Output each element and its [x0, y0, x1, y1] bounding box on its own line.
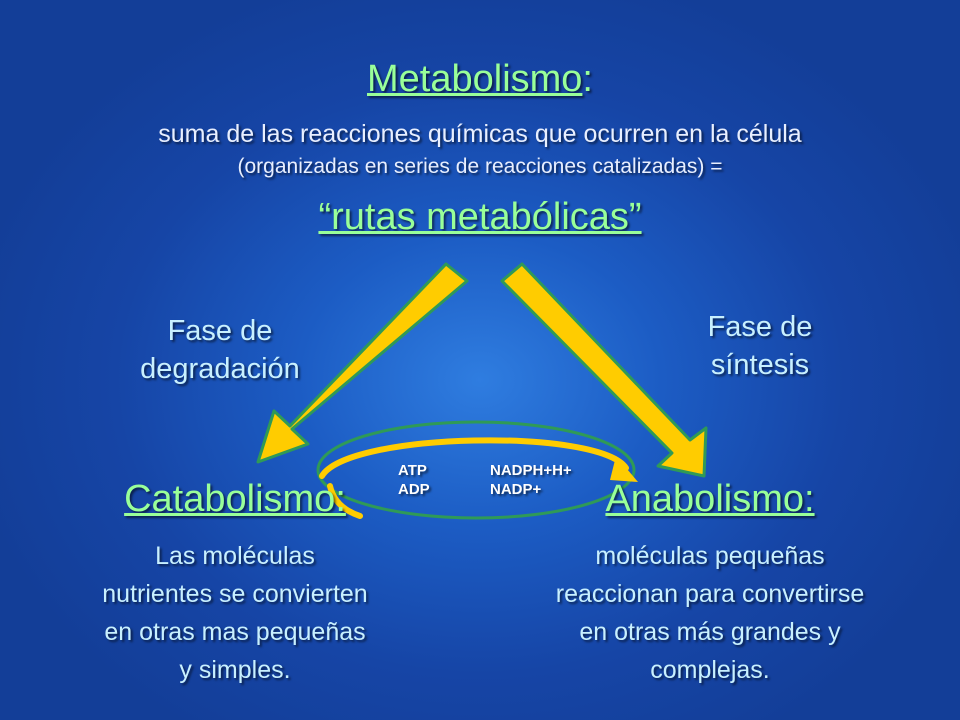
degradation-line-2: degradación [140, 353, 300, 385]
nadph-label: NADPH+H+ NADP+ [490, 461, 572, 499]
degradation-line-1: Fase de [167, 315, 273, 347]
degradation-phase-label: Fase de degradación [70, 312, 370, 388]
title-colon: : [582, 58, 593, 100]
degradation-arrow [256, 262, 469, 464]
nadph-text: NADPH+H+ [490, 462, 572, 479]
atp-text: ATP [398, 462, 427, 479]
catabolism-line: Las moléculas [155, 542, 315, 570]
anabolism-heading: Anabolismo: [605, 478, 815, 520]
routes-heading: “rutas metabólicas” [318, 196, 642, 238]
synthesis-phase-label: Fase de síntesis [610, 308, 910, 384]
energy-cycle-ellipse [316, 420, 636, 520]
catabolism-line: en otras mas pequeñas [104, 618, 366, 646]
title-word: Metabolismo [367, 58, 583, 100]
subtitle: suma de las reacciones químicas que ocur… [158, 120, 802, 148]
cycle-arrowhead-right [610, 456, 638, 482]
synthesis-arrow [500, 262, 708, 478]
catabolism-heading: Catabolismo: [124, 478, 346, 520]
adp-text: ADP [398, 481, 430, 498]
catabolism-description: Las moléculas nutrientes se convierten e… [40, 537, 430, 689]
catabolism-line: nutrientes se convierten [102, 580, 368, 608]
page-title: Metabolismo: [0, 58, 960, 101]
anabolism-line: moléculas pequeñas [595, 542, 825, 570]
subtitle-note: (organizadas en series de reacciones cat… [237, 155, 723, 178]
anabolism-line: complejas. [650, 656, 770, 684]
synthesis-line-2: síntesis [710, 349, 810, 381]
nadp-text: NADP+ [490, 481, 542, 498]
anabolism-line: en otras más grandes y [579, 618, 841, 646]
anabolism-description: moléculas pequeñas reaccionan para conve… [505, 537, 915, 689]
cycle-arrow-upper [319, 437, 629, 479]
atp-adp-label: ATP ADP [398, 461, 430, 499]
anabolism-line: reaccionan para convertirse [555, 580, 865, 608]
catabolism-line: y simples. [179, 656, 291, 684]
cycle-arrow-lower [327, 483, 363, 519]
synthesis-line-1: Fase de [707, 311, 813, 343]
